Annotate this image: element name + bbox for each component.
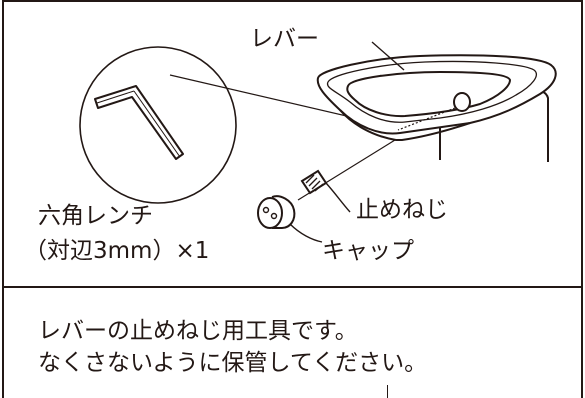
note-line-2: なくさないように保管してください。 [38, 350, 428, 376]
wrench-magnifier [79, 46, 237, 204]
set-screw-label: 止めねじ [356, 197, 448, 223]
hex-wrench-icon [94, 85, 184, 160]
note-line-1: レバーの止めねじ用工具です。 [38, 318, 358, 344]
lever-label: レバー [250, 26, 319, 52]
frame-left-border [2, 0, 4, 398]
wrench-spec-label: （対辺3mm）×1 [24, 238, 210, 264]
frame-top-border [2, 0, 583, 2]
faucet-lever [316, 41, 557, 162]
wrench-name-label: 六角レンチ [38, 203, 153, 229]
set-screw-icon [300, 169, 351, 213]
cap-icon [257, 195, 323, 243]
cap-label: キャップ [322, 238, 414, 264]
frame-bottom-stub [387, 385, 388, 398]
section-divider [2, 286, 583, 288]
frame-right-border [581, 0, 583, 398]
magnifier-circle [79, 46, 237, 204]
